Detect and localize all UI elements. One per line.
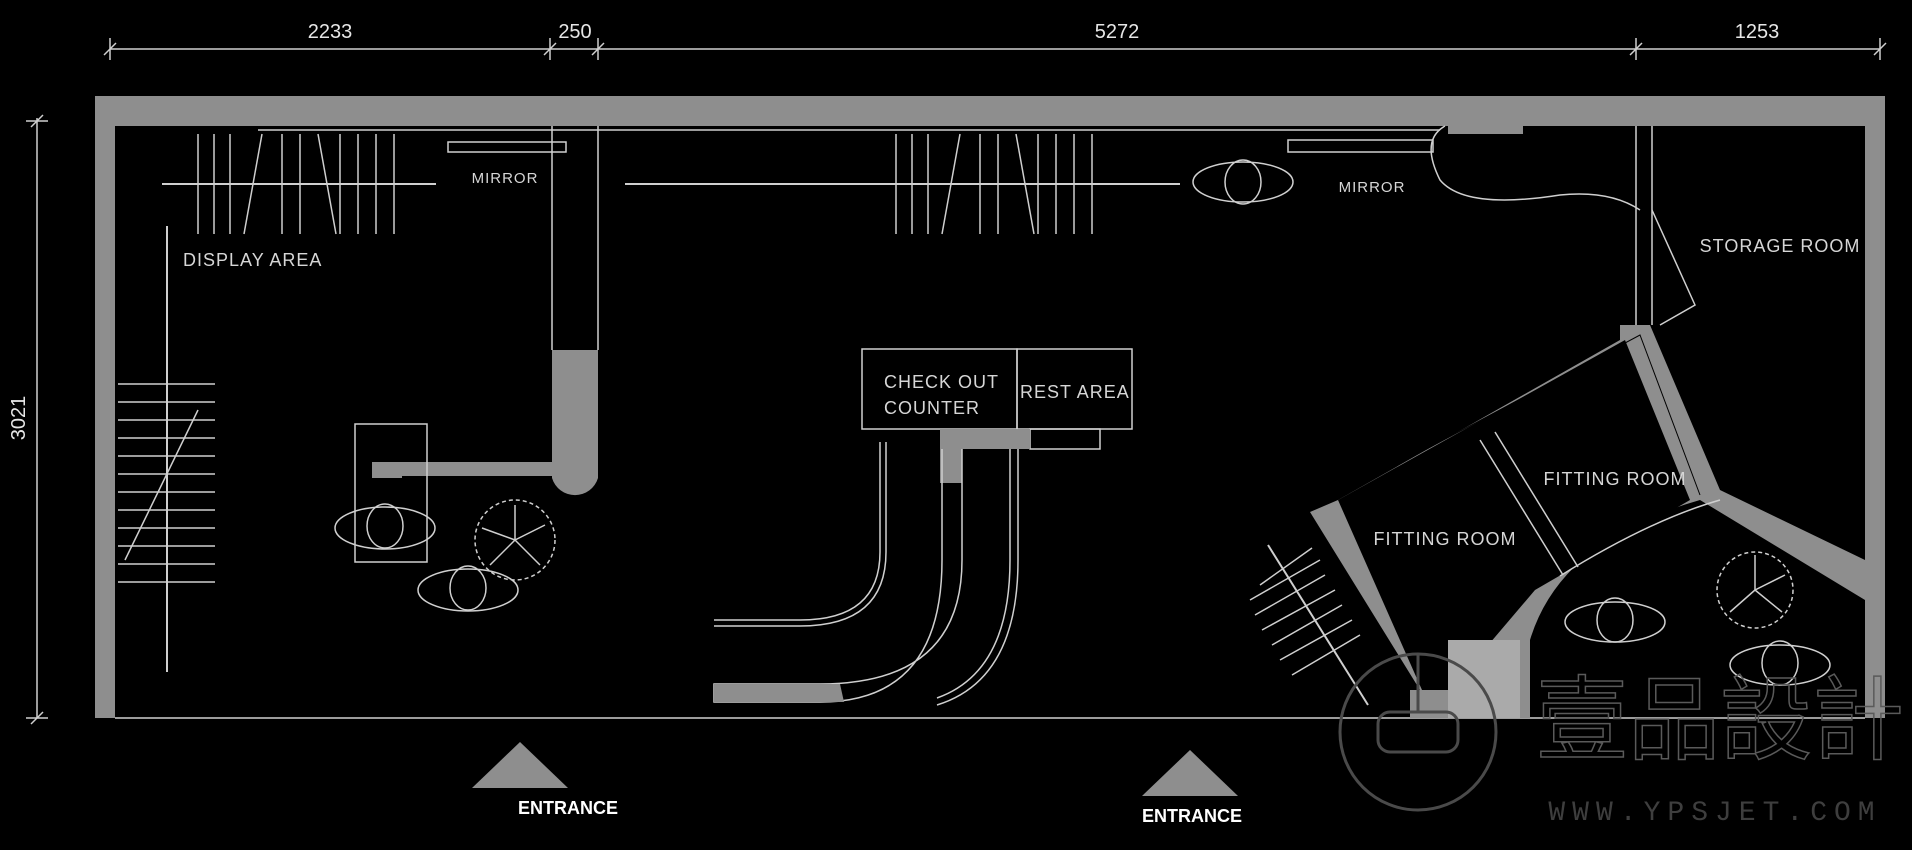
top-dimension-line bbox=[103, 38, 1887, 60]
clothes-rack-angled bbox=[1249, 544, 1369, 706]
plant-left bbox=[474, 499, 556, 581]
dimension-5272: 5272 bbox=[1095, 21, 1140, 43]
left-dimension-line bbox=[26, 114, 48, 725]
storage-room-label: STORAGE ROOM bbox=[1700, 236, 1861, 256]
entrance-label-right: ENTRANCE bbox=[1142, 806, 1242, 826]
chair-top-right bbox=[1192, 159, 1294, 205]
mirror-right bbox=[1287, 139, 1434, 153]
fitting-room-label-1: FITTING ROOM bbox=[1374, 529, 1517, 549]
entrance-arrow-right bbox=[1142, 750, 1238, 796]
display-table bbox=[334, 423, 519, 612]
partition-wall bbox=[258, 126, 1440, 496]
checkout-counter-label-2: COUNTER bbox=[884, 398, 980, 418]
lounge-right bbox=[1564, 551, 1831, 686]
rest-area-label: REST AREA bbox=[1020, 382, 1130, 402]
storage-room bbox=[1430, 125, 1696, 326]
checkout-counter bbox=[861, 348, 1133, 483]
mirror-left bbox=[447, 141, 567, 153]
watermark-logo: 壹品設計 WWW.YPSJET.COM bbox=[1338, 652, 1905, 829]
mirror-right-label: MIRROR bbox=[1339, 179, 1406, 196]
clothes-rack-center-top bbox=[625, 133, 1180, 235]
mirror-left-label: MIRROR bbox=[472, 170, 539, 187]
watermark-url: WWW.YPSJET.COM bbox=[1548, 798, 1881, 829]
fitting-room-label-2: FITTING ROOM bbox=[1544, 469, 1687, 489]
clothes-rack-left-top bbox=[162, 133, 436, 235]
dimension-1253: 1253 bbox=[1735, 21, 1780, 43]
watermark-text: 壹品設計 bbox=[1536, 670, 1904, 772]
clothes-rack-left-side bbox=[118, 226, 215, 672]
exterior-wall bbox=[95, 96, 1885, 719]
fitting-rooms bbox=[1310, 325, 1865, 718]
dimension-3021: 3021 bbox=[8, 396, 30, 441]
display-area-label: DISPLAY AREA bbox=[183, 250, 322, 270]
entrance-arrow-left bbox=[472, 742, 568, 788]
entrance-label-left: ENTRANCE bbox=[518, 798, 618, 818]
dimension-2233: 2233 bbox=[308, 21, 353, 43]
curved-display-counter bbox=[713, 442, 1019, 706]
checkout-counter-label-1: CHECK OUT bbox=[884, 372, 999, 392]
dimension-250: 250 bbox=[558, 21, 591, 43]
